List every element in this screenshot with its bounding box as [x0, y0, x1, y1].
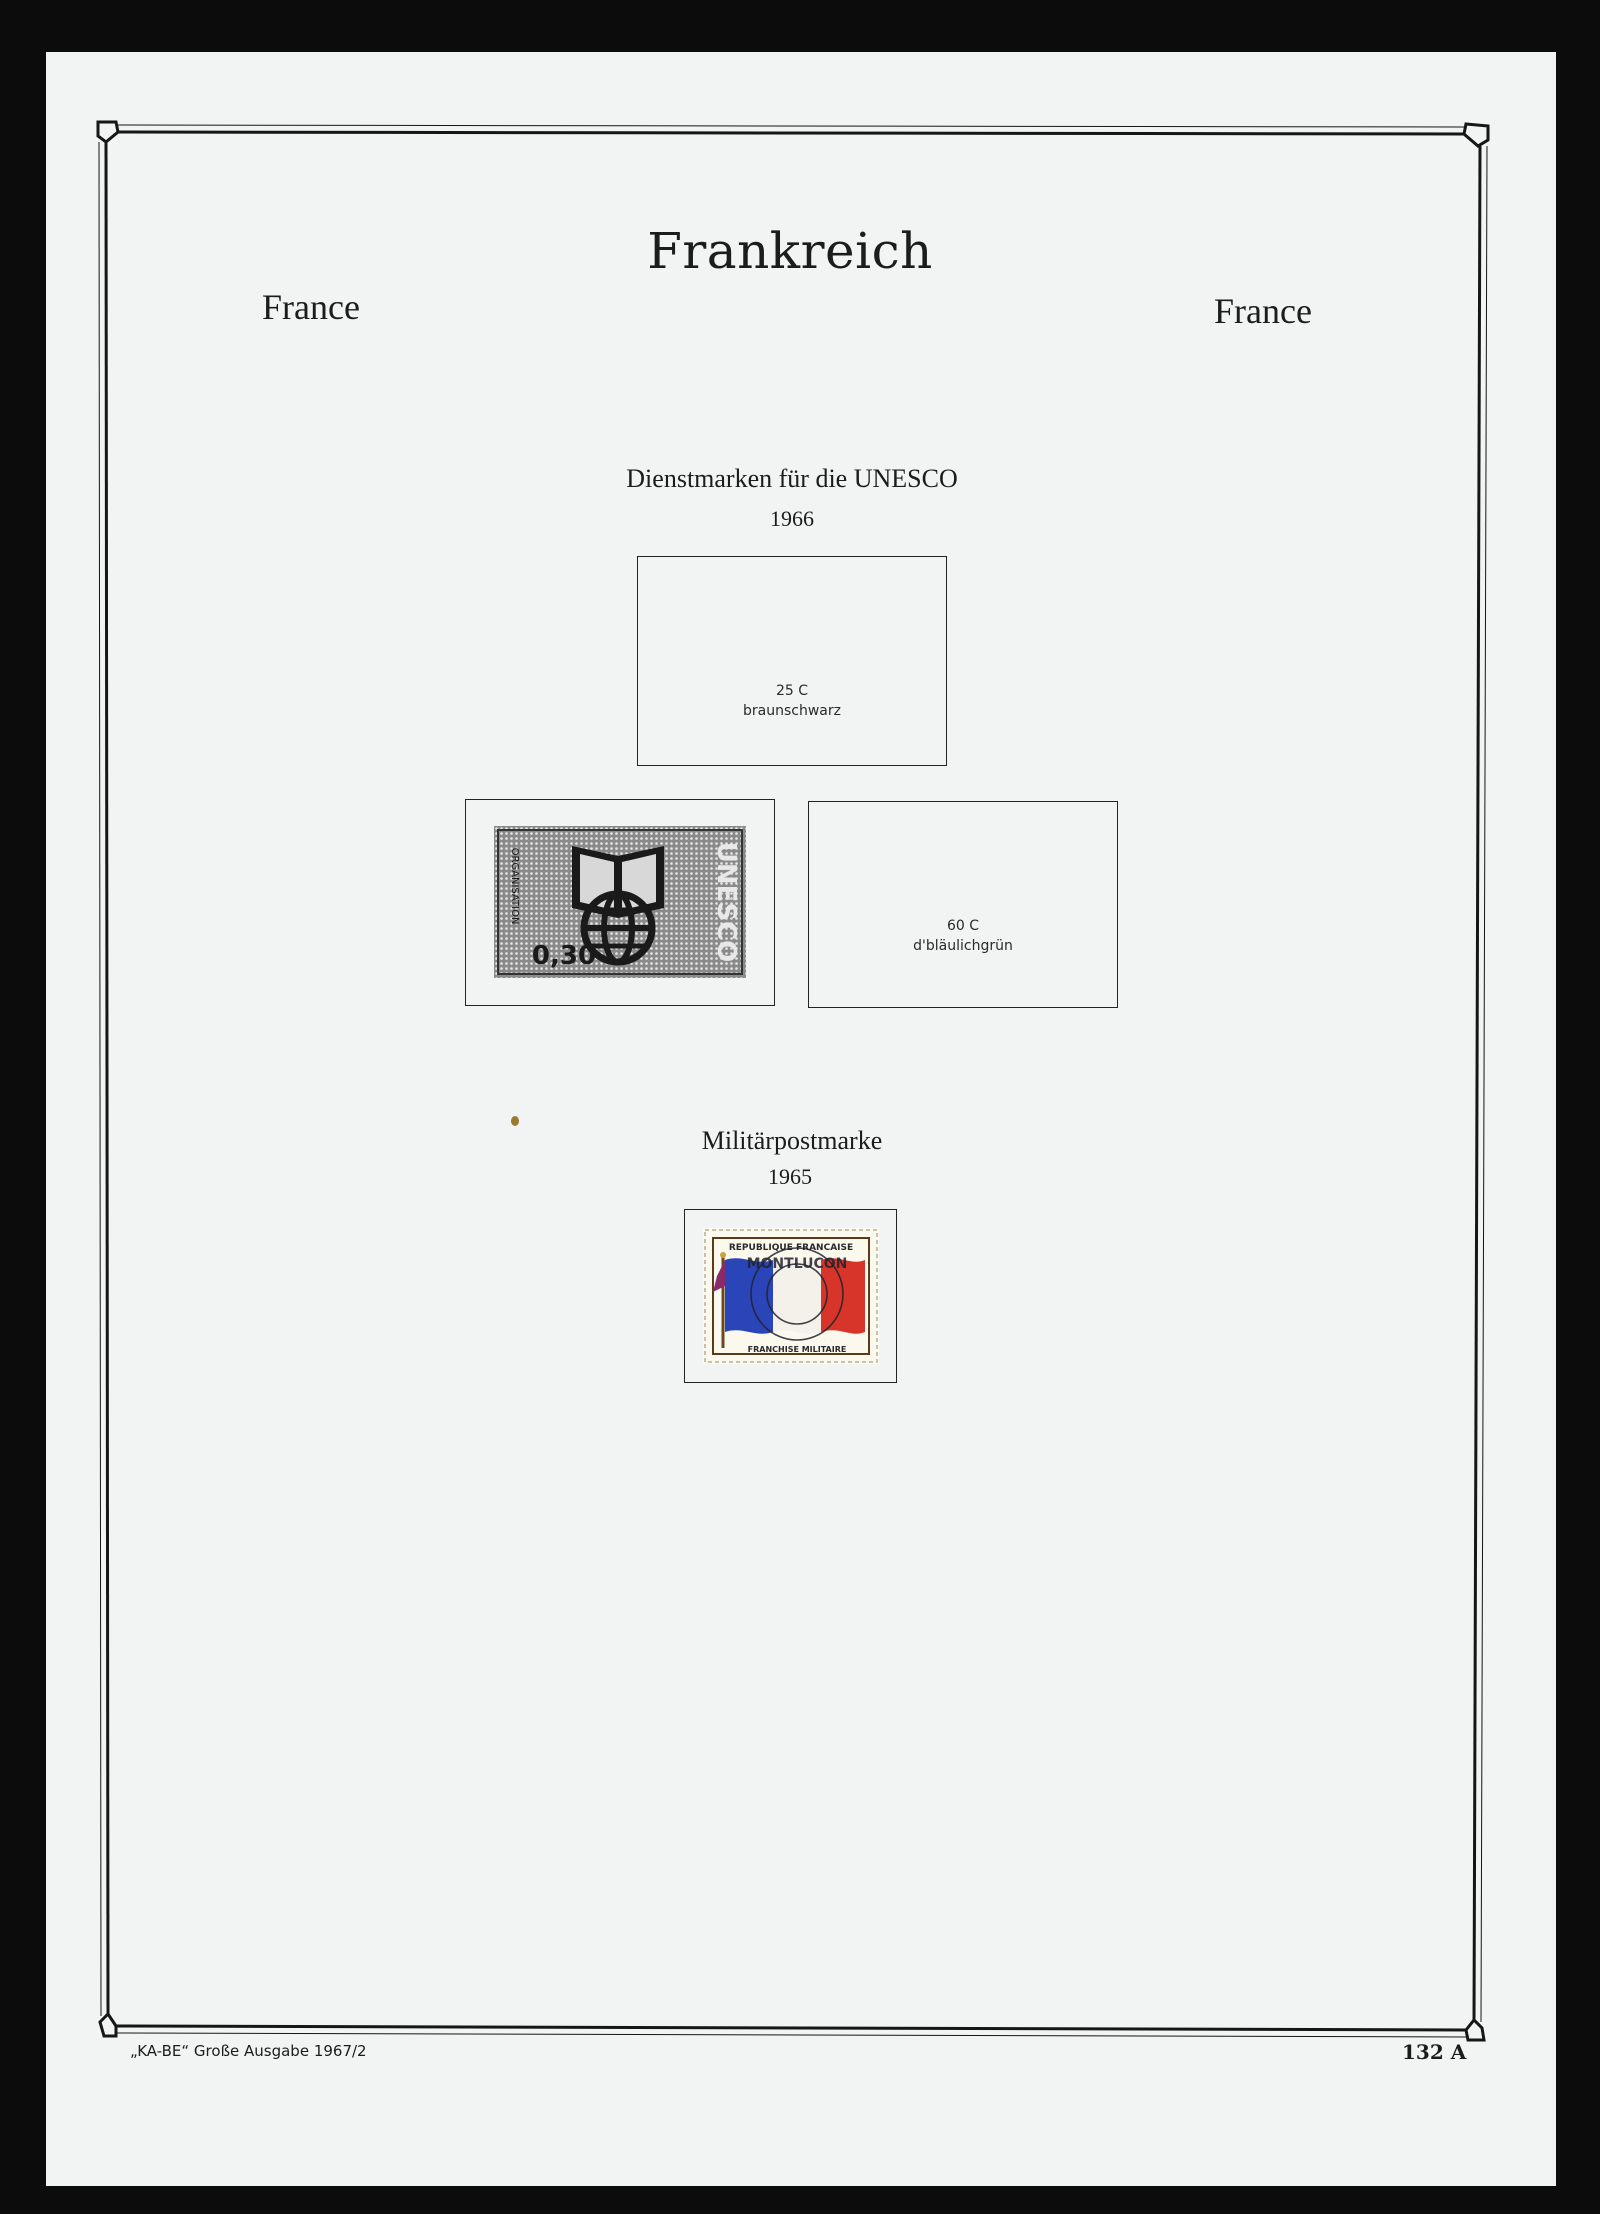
stamp-slot-25c: 25 C braunschwarz: [637, 556, 947, 766]
stamp-slot-military: REPUBLIQUE FRANCAISE MONTLUCON FRANCHISE…: [684, 1209, 897, 1383]
postmark-text: MONTLUCON: [747, 1256, 848, 1272]
military-flag-stamp: REPUBLIQUE FRANCAISE MONTLUCON FRANCHISE…: [703, 1228, 879, 1364]
publisher-footer: „KA-BE“ Große Ausgabe 1967/2: [130, 2042, 367, 2060]
military-section-year: 1965: [768, 1164, 812, 1189]
military-stamp-artwork: REPUBLIQUE FRANCAISE MONTLUCON FRANCHISE…: [704, 1229, 878, 1363]
unesco-stamp-side-text: UNESCO: [711, 842, 741, 963]
unesco-section-year: 1966: [770, 506, 814, 531]
unesco-stamp-top-text: ORGANISATION: [509, 848, 520, 925]
unesco-stamp: UNESCO ORGANISATION 0,30: [494, 826, 746, 978]
country-label-left: France: [262, 287, 360, 327]
stamp-slot-60c: 60 C d'bläulichgrün: [808, 801, 1118, 1008]
military-stamp-bottom-text: FRANCHISE MILITAIRE: [748, 1345, 847, 1354]
slot-value-label: 25 C: [775, 683, 809, 699]
unesco-section-heading: Dienstmarken für die UNESCO: [626, 464, 958, 493]
slot-color-label: braunschwarz: [743, 703, 841, 719]
military-section-heading: Militärpostmarke: [701, 1126, 883, 1155]
country-label-right: France: [1214, 291, 1312, 331]
slot-value-label: 60 C: [946, 918, 980, 934]
stamp-slot-30c: UNESCO ORGANISATION 0,30: [465, 799, 775, 1006]
paper-spot: [511, 1116, 519, 1126]
slot-color-label: d'bläulichgrün: [913, 938, 1013, 954]
album-page: [46, 52, 1556, 2186]
unesco-stamp-denomination: 0,30: [532, 941, 596, 971]
page-title: Frankreich: [647, 222, 933, 280]
page-number: 132 A: [1402, 2040, 1467, 2064]
unesco-stamp-artwork: UNESCO ORGANISATION 0,30: [494, 826, 746, 978]
